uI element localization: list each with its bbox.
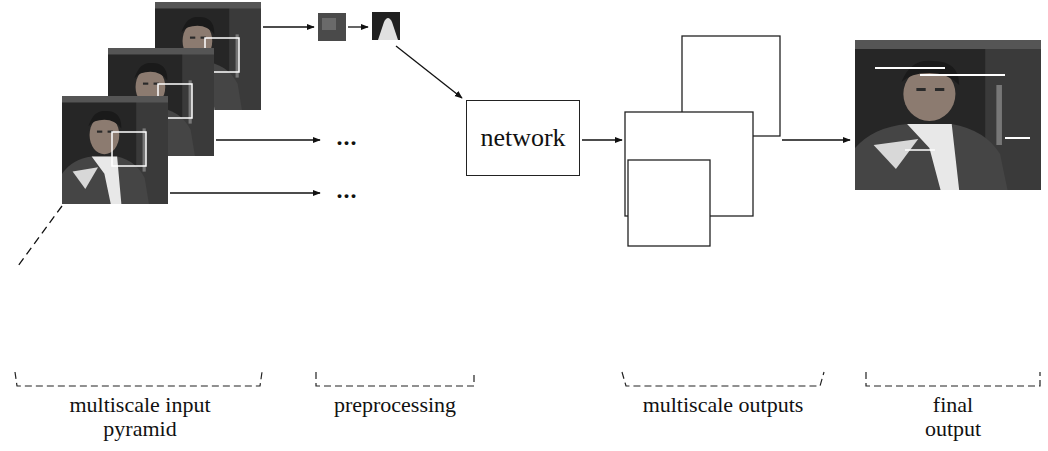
output-map [625, 36, 780, 246]
box-label: network [480, 123, 565, 153]
ellipsis-mark: ... [327, 177, 367, 203]
final-image [855, 40, 1041, 190]
stage-label: final output [908, 393, 998, 441]
stage-label: preprocessing [305, 393, 485, 417]
stage-label: multiscale outputs [613, 393, 833, 417]
image-patch [318, 12, 400, 41]
stage-label: multiscale input pyramid [45, 393, 235, 441]
ellipsis-mark: ... [327, 124, 367, 150]
input-pyramid [18, 2, 261, 266]
process-box: network [466, 100, 580, 176]
bracket [15, 372, 1040, 386]
